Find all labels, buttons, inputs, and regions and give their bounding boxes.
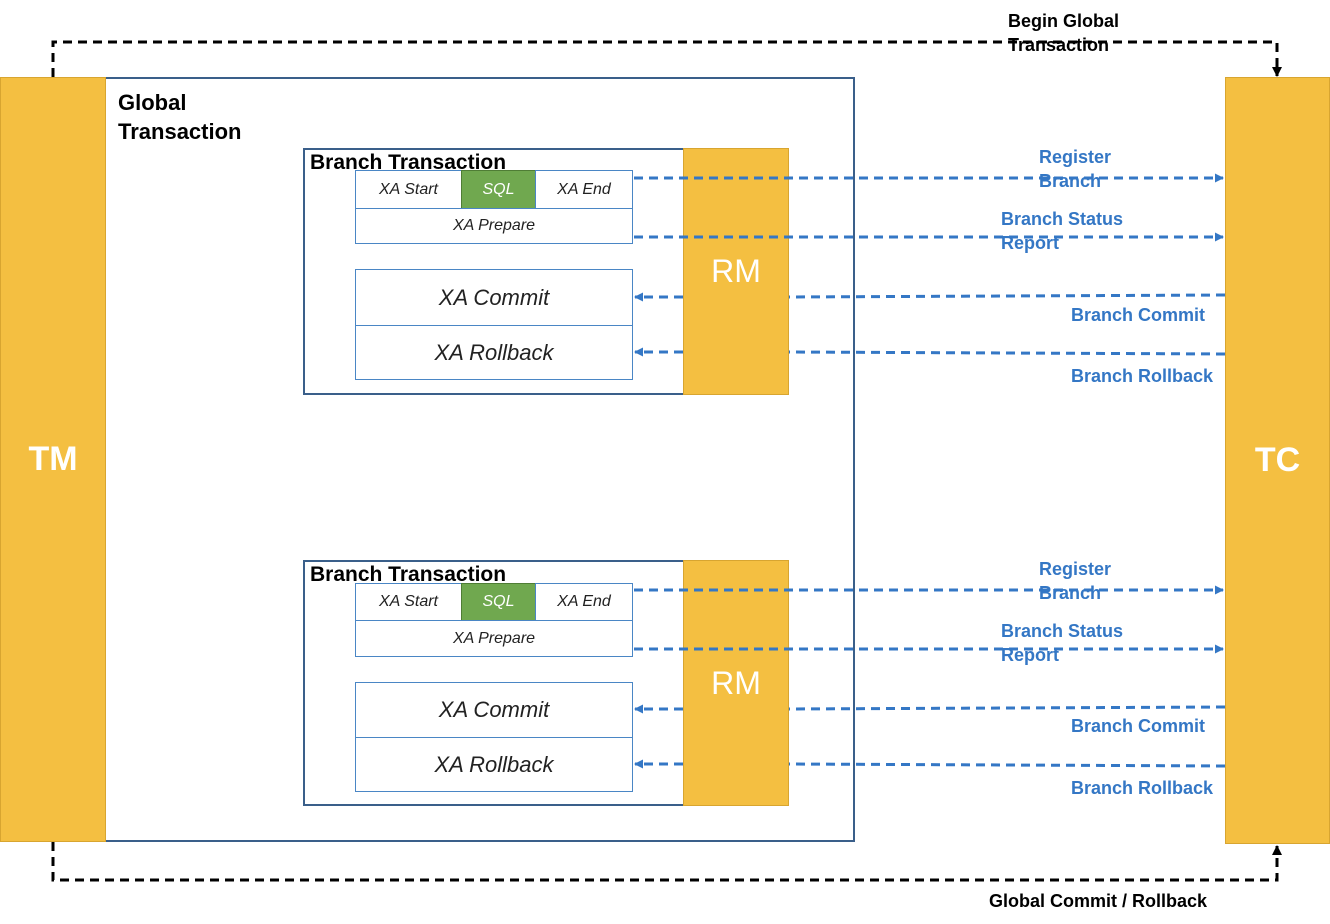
register-branch-label-line2: Branch (1039, 171, 1102, 191)
xa-start-cell: XA Start (355, 583, 462, 621)
sql-cell: SQL (461, 170, 536, 209)
xa-end-cell: XA End (535, 583, 633, 621)
branch-rollback-label: Branch Rollback (1071, 366, 1214, 386)
register-branch-label-line1: Register (1039, 147, 1112, 167)
branch-status-report-label-line1: Branch Status (1001, 621, 1124, 641)
xa-prepare-cell: XA Prepare (355, 620, 633, 657)
branch-rollback-label: Branch Rollback (1071, 778, 1214, 798)
global-transaction-title-line1: Global (118, 90, 187, 115)
xa-rollback-cell: XA Rollback (355, 737, 633, 792)
tm-block: TM (0, 77, 106, 842)
begin-global-transaction-label-line1: Begin Global (1008, 11, 1120, 31)
branch-status-report-label: Branch Status Report (1001, 619, 1123, 667)
global-transaction-title: Global Transaction (118, 88, 241, 146)
xa-commit-cell: XA Commit (355, 682, 633, 738)
xa-end-cell: XA End (535, 170, 633, 209)
xa-prepare-cell: XA Prepare (355, 208, 633, 244)
branch-transaction-title: Branch Transaction (310, 151, 507, 174)
xa-rollback-cell: XA Rollback (355, 325, 633, 380)
tc-label: TC (1254, 441, 1301, 479)
sql-cell: SQL (461, 583, 536, 621)
rm-label: RM (711, 253, 761, 289)
register-branch-label-line2: Branch (1039, 583, 1102, 603)
branch-commit-label: Branch Commit (1071, 716, 1206, 736)
register-branch-label: Register Branch (1039, 145, 1111, 193)
register-branch-label: Register Branch (1039, 557, 1111, 605)
xa-start-cell: XA Start (355, 170, 462, 209)
branch-status-report-label-line2: Report (1001, 233, 1059, 253)
global-transaction-title-line2: Transaction (118, 119, 242, 144)
tm-label: TM (28, 440, 78, 478)
rm-label: RM (711, 664, 761, 701)
tc-block: TC (1225, 77, 1330, 844)
begin-global-transaction-label-line2: Transaction (1008, 35, 1110, 55)
begin-global-transaction-label: Begin Global Transaction (1008, 9, 1119, 57)
branch-status-report-label-line2: Report (1001, 645, 1059, 665)
global-commit-rollback-label: Global Commit / Rollback (989, 891, 1208, 911)
rm-block: RM (683, 148, 789, 395)
register-branch-label-line1: Register (1039, 559, 1112, 579)
branch-commit-label: Branch Commit (1071, 305, 1206, 325)
branch-status-report-label-line1: Branch Status (1001, 209, 1124, 229)
branch-transaction-title: Branch Transaction (310, 563, 507, 586)
xa-commit-cell: XA Commit (355, 269, 633, 326)
rm-block: RM (683, 560, 789, 806)
branch-status-report-label: Branch Status Report (1001, 207, 1123, 255)
global-commit-rollback-connector (51, 842, 1282, 882)
